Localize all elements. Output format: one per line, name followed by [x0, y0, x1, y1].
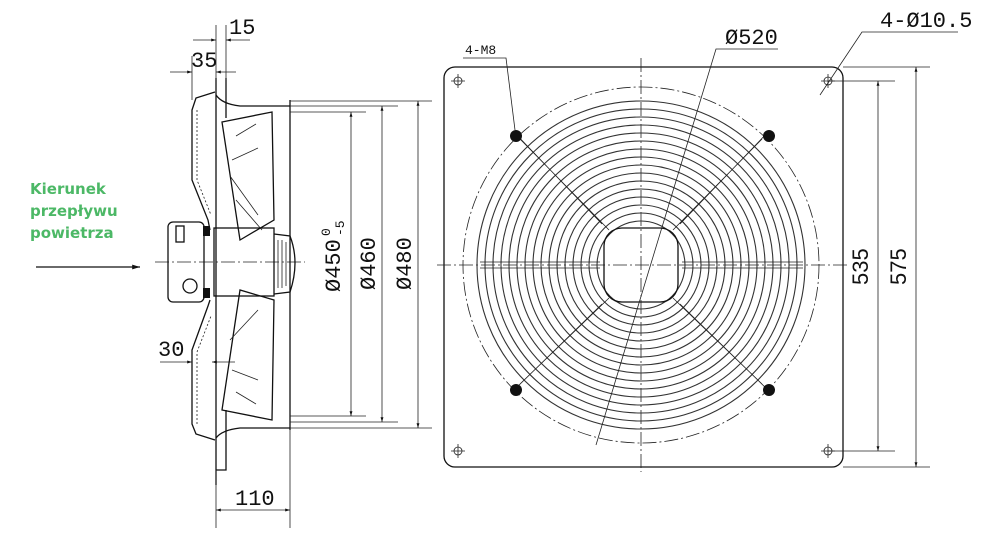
- guard-ring: [524, 148, 758, 382]
- guard-ring: [508, 132, 774, 398]
- guard-ring: [540, 164, 742, 366]
- guard-ring: [548, 172, 734, 358]
- guard-ring: [484, 108, 798, 422]
- guard-rings: [476, 100, 806, 430]
- guard-ring: [572, 196, 710, 334]
- dia-480: Ø480: [393, 237, 418, 290]
- guard-bolts: [510, 130, 775, 396]
- dim-575: 575: [886, 248, 911, 285]
- dim-15: 15: [229, 16, 255, 41]
- guard-ring: [556, 180, 726, 350]
- guard-diameter: Ø520: [725, 26, 778, 51]
- guard-ring: [588, 212, 694, 318]
- dim-30: 30: [158, 338, 184, 363]
- mounting-holes-label: 4-Ø10.5: [880, 9, 972, 34]
- guard-ring: [580, 204, 702, 326]
- airflow-direction-label: Kierunek przepływu powietrza: [30, 178, 118, 244]
- guard-ring: [532, 156, 750, 374]
- dim-35: 35: [191, 49, 217, 74]
- guard-ring: [492, 116, 790, 414]
- flow-label-line2: przepływu: [30, 202, 118, 220]
- dia-450: Ø450: [322, 239, 347, 292]
- guard-ring: [476, 100, 806, 430]
- guard-ring: [596, 220, 686, 310]
- front-view: 4-M8 Ø520 4-Ø10.5 535 575: [437, 9, 972, 472]
- dia-450-tol-lower: -5: [333, 220, 348, 236]
- guard-ring: [500, 124, 782, 406]
- thread-label: 4-M8: [465, 43, 496, 58]
- flow-label-line3: powietrza: [30, 224, 114, 242]
- dia-450-tol-upper: 0: [319, 228, 334, 236]
- flow-label-line1: Kierunek: [30, 180, 106, 198]
- dim-535: 535: [848, 248, 873, 285]
- guard-ring: [516, 140, 766, 390]
- mounting-plate: [443, 66, 844, 468]
- dim-110: 110: [235, 487, 275, 512]
- dia-460: Ø460: [357, 237, 382, 290]
- side-view: 15 35 30 110 Ø450 0 -5 Ø460 Ø480: [155, 16, 432, 528]
- guard-ring: [564, 188, 718, 342]
- motor-hub: [603, 227, 679, 303]
- guard-outline-circle: [462, 86, 820, 444]
